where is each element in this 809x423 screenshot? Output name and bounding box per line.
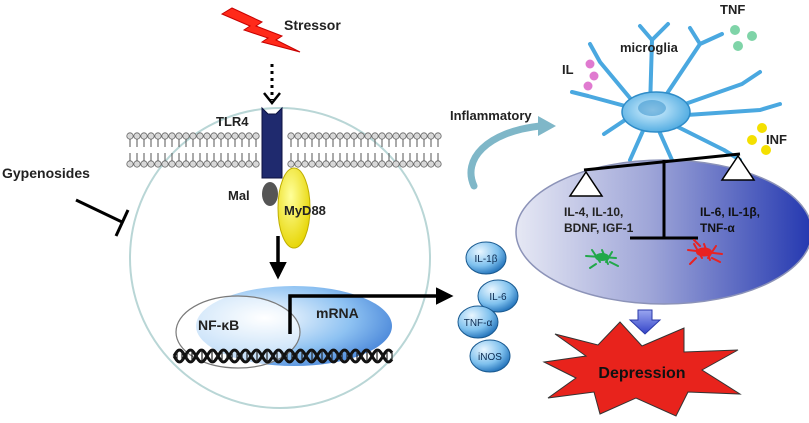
myd88-label: MyD88 [284, 203, 326, 218]
dotted-arrow-head [263, 92, 281, 106]
cytokine-il1b: IL-1β [465, 241, 507, 275]
il-label: IL [562, 62, 574, 77]
down-arrow-icon [628, 309, 662, 335]
green-microglia-icon [585, 249, 619, 269]
il-dots [583, 59, 599, 91]
depression-burst [542, 321, 742, 417]
stressor-bolt-icon [220, 7, 301, 53]
inf-dots [747, 123, 771, 155]
stressor-label: Stressor [284, 17, 341, 33]
tlr4-label: TLR4 [216, 114, 249, 129]
svg-text:IL-6: IL-6 [489, 292, 507, 303]
mal-label: Mal [228, 188, 250, 203]
balance-right-pan [720, 154, 756, 181]
myd88-protein [277, 167, 311, 249]
tlr4-receptor [261, 106, 283, 179]
inflammatory-curve-arrow [467, 122, 544, 190]
svg-text:IL-1β: IL-1β [475, 254, 498, 265]
inhibition-bar [114, 209, 130, 237]
red-microglia-icon [687, 239, 723, 265]
anti-inflammatory-line1: IL-4, IL-10, [564, 205, 623, 219]
pro-inflammatory-line1: IL-6, IL-1β, [700, 205, 760, 219]
mal-protein [262, 182, 278, 206]
cell-membrane [126, 132, 442, 168]
inflammatory-label: Inflammatory [450, 108, 532, 123]
tnf-label: TNF [720, 2, 745, 17]
inflammatory-arrow-head [538, 116, 556, 136]
cytokine-il6: IL-6 [477, 279, 519, 313]
pro-inflammatory-line2: TNF-α [700, 221, 735, 235]
transcription-arrow [288, 287, 454, 334]
dna-helix [172, 348, 394, 364]
balance-beam [583, 152, 741, 172]
depression-label: Depression [598, 365, 685, 382]
gypenosides-label: Gypenosides [2, 165, 90, 181]
anti-inflammatory-line2: BDNF, IGF-1 [564, 221, 634, 235]
tnf-dots [730, 25, 757, 51]
cytokine-inos: iNOS [469, 339, 511, 373]
svg-text:TNF-α: TNF-α [464, 318, 493, 329]
cytokine-tnfa: TNF-α [457, 305, 499, 339]
inhibition-line [75, 198, 123, 224]
mrna-label: mRNA [316, 305, 359, 321]
microglia-cell [570, 22, 782, 162]
svg-text:iNOS: iNOS [478, 352, 502, 363]
nfkb-label: NF-κB [198, 317, 239, 333]
balance-left-pan [568, 170, 604, 197]
inf-label: INF [766, 132, 787, 147]
microglia-label: microglia [620, 40, 679, 55]
